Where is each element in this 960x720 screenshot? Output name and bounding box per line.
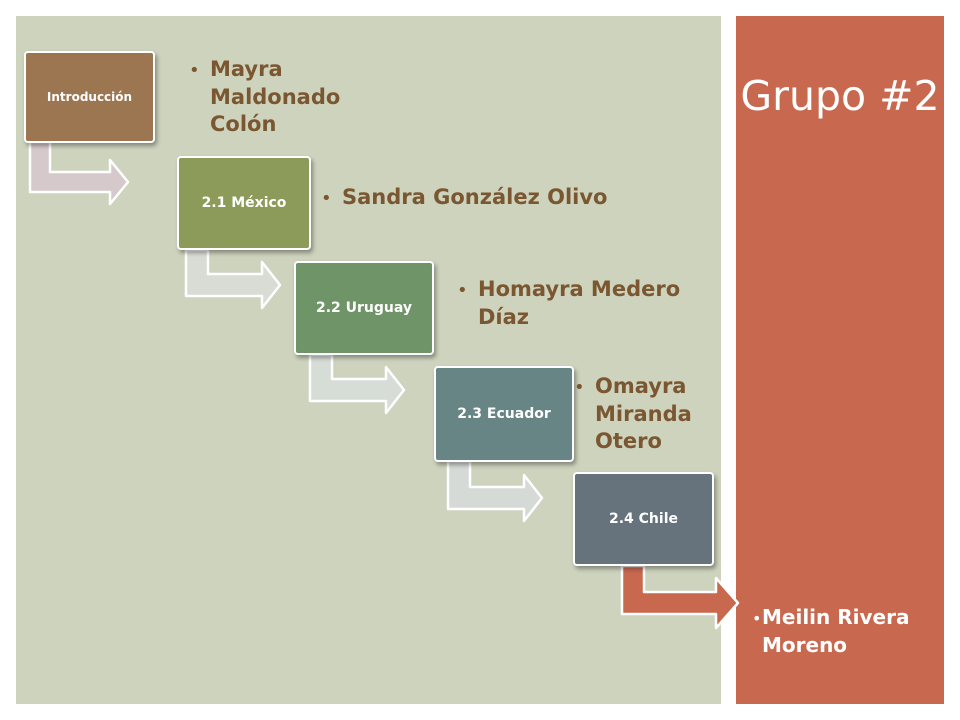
page-title: Grupo #2 bbox=[740, 72, 940, 120]
bent-arrow-icon bbox=[184, 248, 282, 310]
step-label: 2.2 Uruguay bbox=[315, 300, 413, 316]
member-bullet-3: Homayra Medero Díaz bbox=[457, 276, 707, 331]
side-panel bbox=[736, 16, 944, 704]
member-name: Homayra Medero Díaz bbox=[457, 276, 707, 331]
member-bullet-1: Mayra Maldonado Colón bbox=[189, 56, 364, 138]
bent-arrow-icon bbox=[446, 459, 544, 523]
step-label: 2.4 Chile bbox=[608, 511, 678, 527]
step-box-introduccion: Introducción bbox=[24, 51, 155, 143]
bent-arrow-icon bbox=[620, 564, 740, 630]
bent-arrow-icon bbox=[28, 140, 130, 206]
member-name: Meilin Rivera Moreno bbox=[752, 604, 932, 658]
step-label: 2.3 Ecuador bbox=[457, 406, 551, 422]
step-label: 2.1 México bbox=[201, 195, 287, 211]
member-bullet-4: Omayra Miranda Otero bbox=[574, 373, 712, 455]
bent-arrow-icon bbox=[308, 353, 406, 415]
member-bullet-5: Meilin Rivera Moreno bbox=[752, 604, 932, 658]
step-label: Introducción bbox=[46, 90, 133, 104]
member-bullet-2: Sandra González Olivo bbox=[321, 184, 621, 212]
step-box-uruguay: 2.2 Uruguay bbox=[294, 261, 434, 355]
step-box-mexico: 2.1 México bbox=[177, 156, 311, 250]
member-name: Sandra González Olivo bbox=[321, 184, 621, 212]
step-box-chile: 2.4 Chile bbox=[573, 472, 714, 566]
member-name: Mayra Maldonado Colón bbox=[189, 56, 364, 138]
step-box-ecuador: 2.3 Ecuador bbox=[434, 366, 574, 462]
member-name: Omayra Miranda Otero bbox=[574, 373, 712, 455]
